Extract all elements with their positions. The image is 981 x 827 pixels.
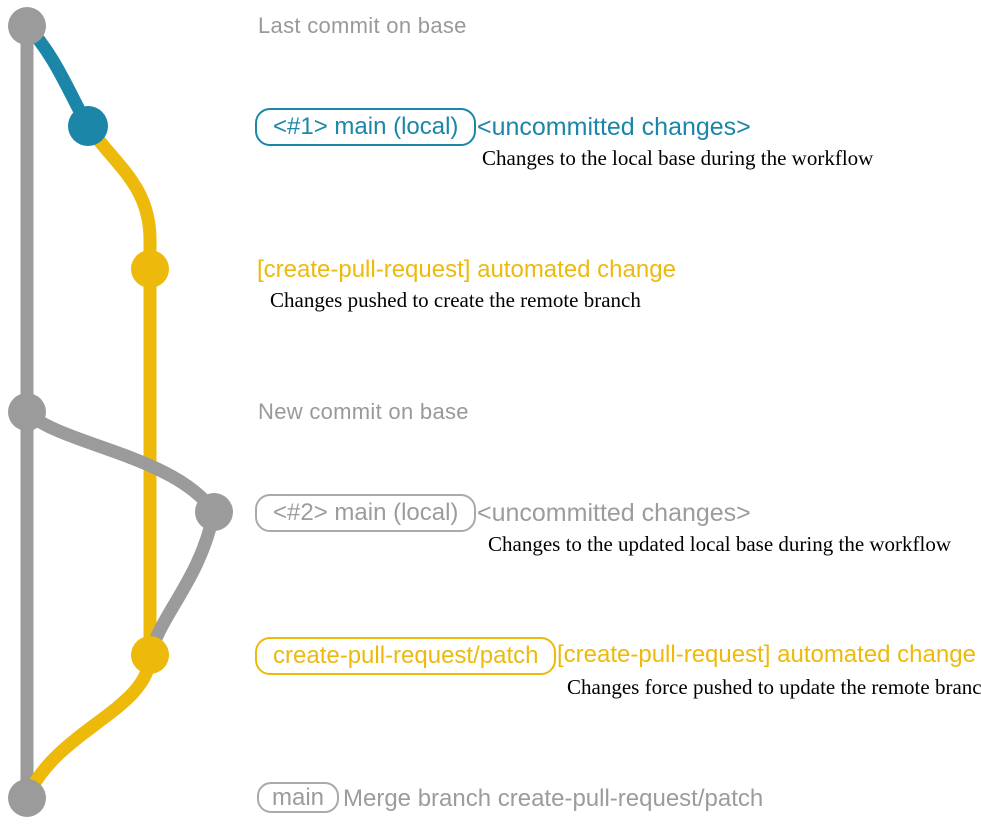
branch-label-main-local-1: <#1> main (local)	[255, 108, 477, 146]
commit-dot-last-base	[8, 7, 46, 45]
status-uncommitted-changes-1: <uncommitted changes>	[477, 113, 751, 141]
annotation-last-commit-on-base: Last commit on base	[258, 13, 467, 38]
note-force-pushed-update-remote: Changes force pushed to update the remot…	[567, 675, 981, 699]
commit-graph	[8, 7, 233, 817]
note-pushed-create-remote: Changes pushed to create the remote bran…	[270, 288, 641, 312]
commit-dot-uncommitted-2	[195, 493, 233, 531]
commit-message-merge: Merge branch create-pull-request/patch	[343, 785, 764, 812]
commit-dot-automated-1	[131, 250, 169, 288]
commit-dot-new-base	[8, 393, 46, 431]
patch-branch-line	[82, 122, 157, 655]
commit-message-automated-1: [create-pull-request] automated change	[257, 256, 676, 283]
commit-dot-uncommitted-1	[68, 106, 108, 146]
local-branch-2-out-line	[22, 407, 220, 516]
branch-label-main: main	[257, 782, 340, 813]
patch-merge-line	[20, 654, 157, 801]
status-uncommitted-changes-2: <uncommitted changes>	[477, 499, 751, 527]
commit-message-automated-2: [create-pull-request] automated change	[557, 641, 976, 668]
branch-label-main-local-2: <#2> main (local)	[255, 494, 477, 532]
branch-label-create-pull-request-patch: create-pull-request/patch	[255, 637, 557, 675]
commit-dot-automated-2	[131, 636, 169, 674]
note-local-base-changes: Changes to the local base during the wor…	[482, 146, 874, 170]
local-branch-2-merge-line	[143, 510, 221, 657]
commit-dot-merge	[8, 779, 46, 817]
note-updated-local-base-changes: Changes to the updated local base during…	[488, 532, 952, 556]
annotation-new-commit-on-base: New commit on base	[258, 399, 469, 424]
